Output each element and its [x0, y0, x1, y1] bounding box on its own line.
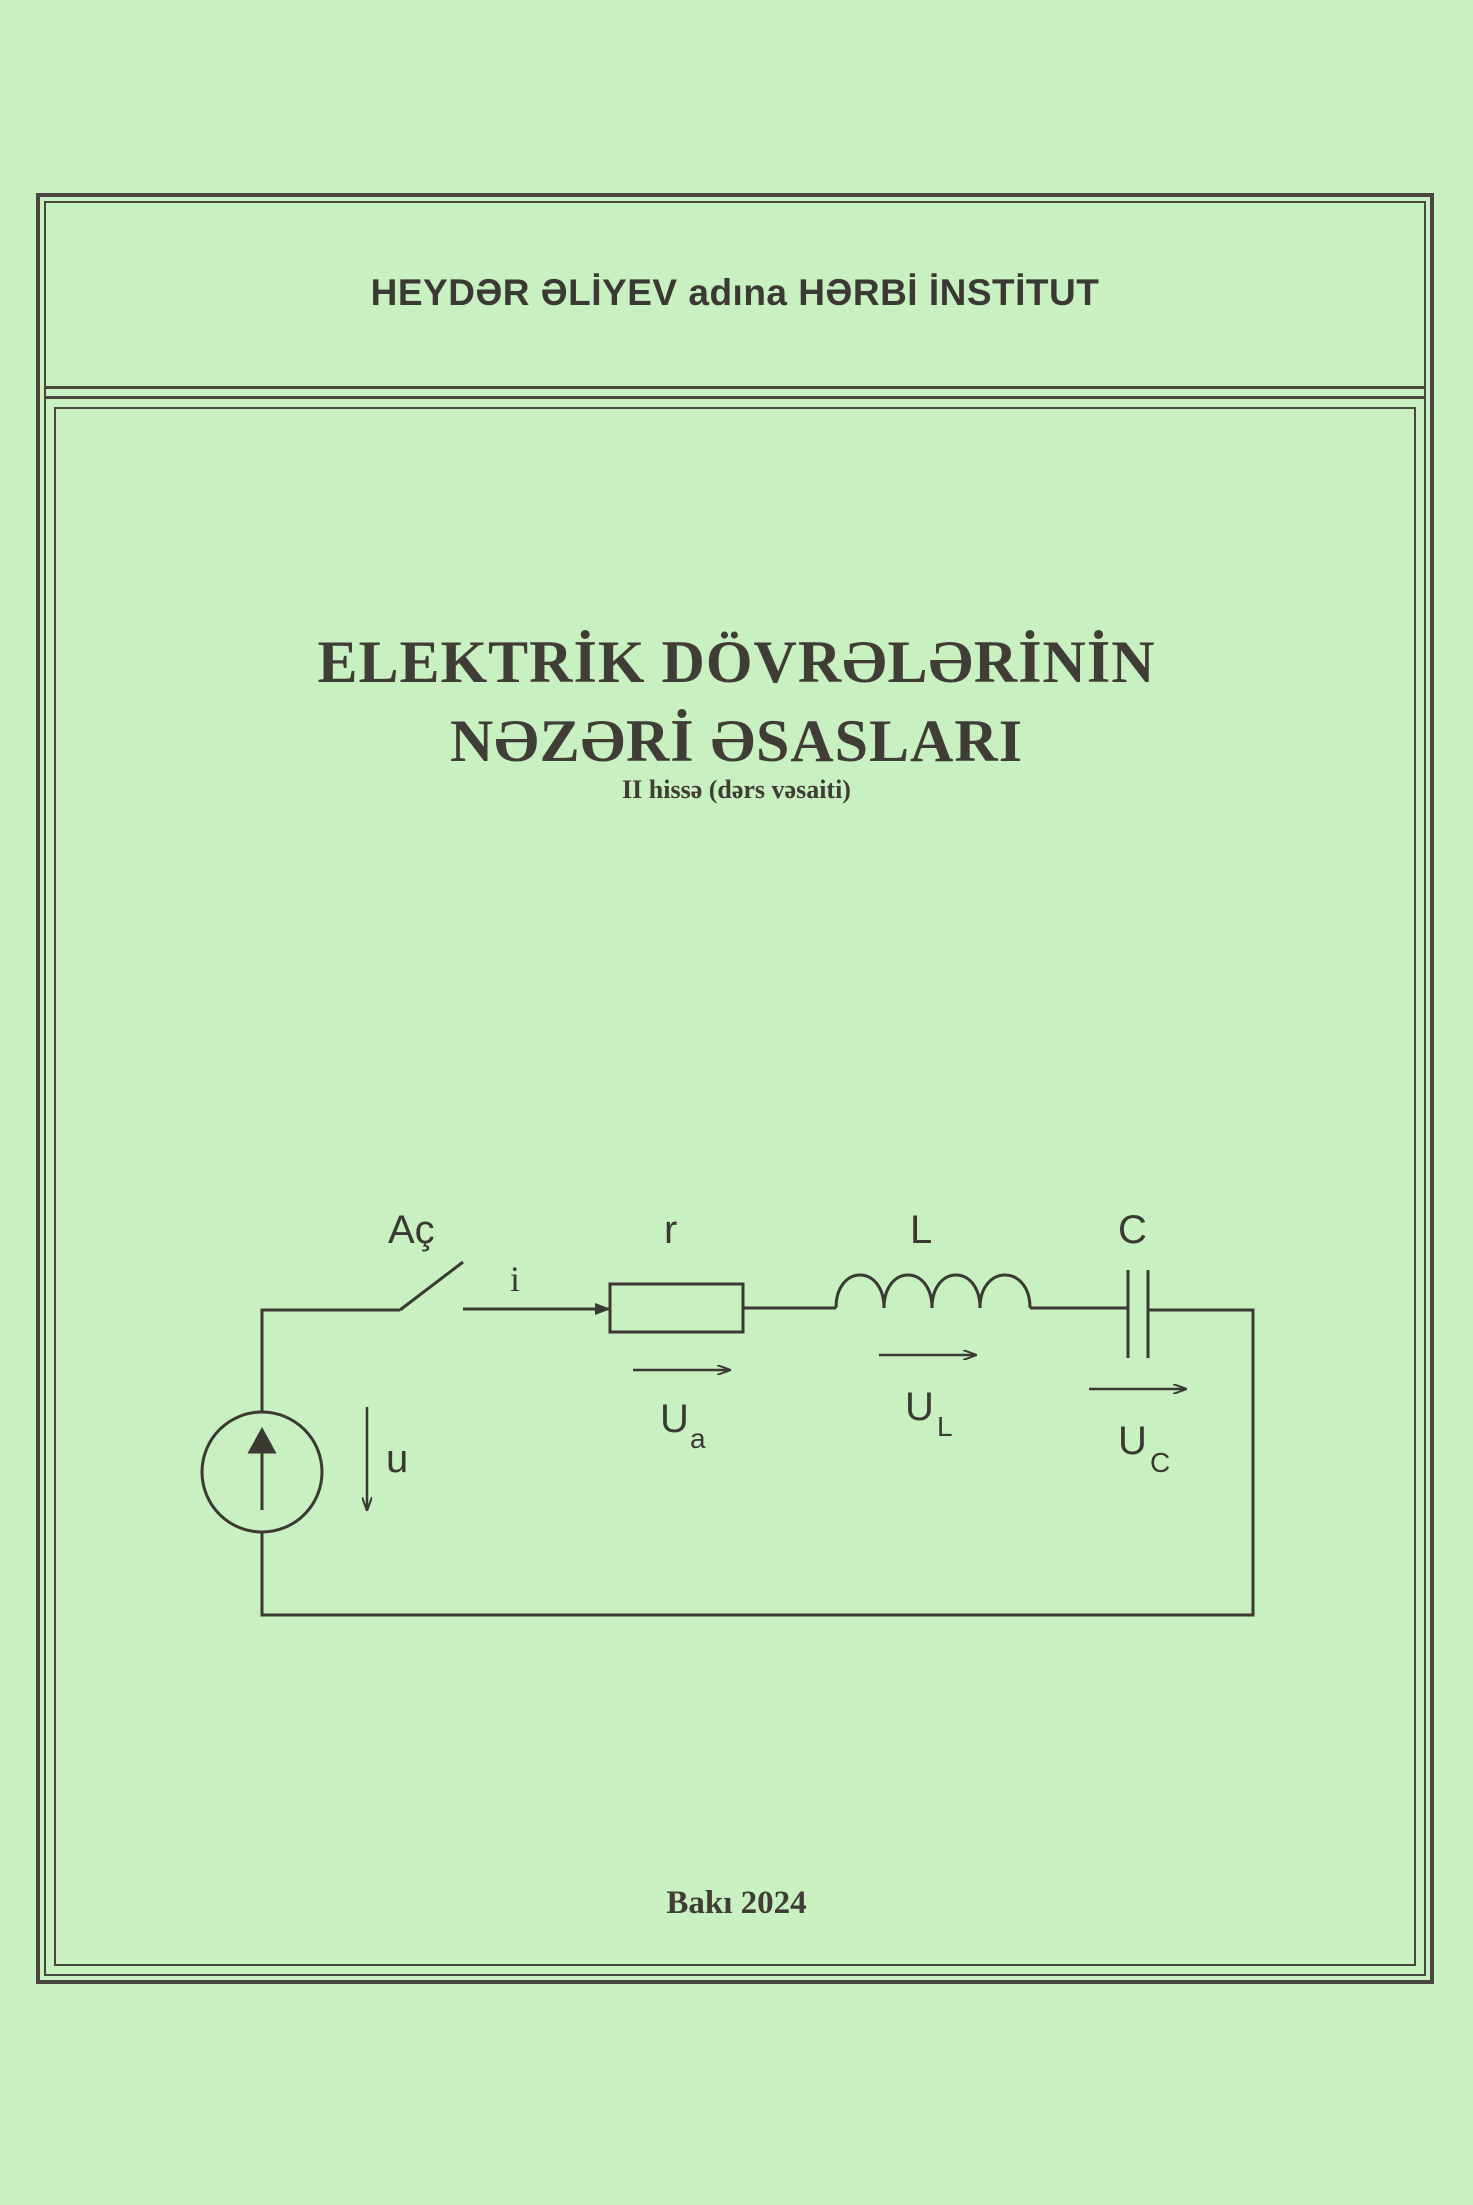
switch-label: Aç: [388, 1208, 435, 1252]
header-separator: [44, 396, 1426, 399]
wire-left-top: [260, 1308, 400, 1412]
resistor-label: r: [664, 1208, 677, 1252]
subtitle: II hissə (dərs vəsaiti): [622, 775, 851, 804]
capacitor-voltage-symbol: U: [1118, 1419, 1147, 1463]
current-label: i: [510, 1259, 520, 1299]
source-voltage-label: u: [386, 1437, 408, 1481]
capacitor-label: C: [1118, 1208, 1147, 1252]
title-line-2: NƏZƏRİ ƏSASLARI: [449, 708, 1024, 774]
inductor-voltage-subscript: L: [937, 1411, 953, 1442]
body-box: [54, 407, 1416, 1966]
voltage-source: [200, 1410, 324, 1534]
switch-blade: [399, 1260, 464, 1312]
resistor-voltage-symbol: U: [660, 1397, 689, 1441]
institute-name: HEYDƏR ƏLİYEV adına HƏRBİ İNSTİTUT: [370, 272, 1100, 313]
outer-frame: [36, 193, 1434, 1984]
inner-frame: [44, 201, 1426, 1976]
resistor: [608, 1282, 745, 1334]
header-box: [44, 201, 1426, 389]
inductor-label: L: [910, 1208, 932, 1252]
source-arrow-head: [247, 1426, 277, 1454]
title-line-1: ELEKTRİK DÖVRƏLƏRİNİN: [317, 629, 1156, 695]
inductor: [834, 1273, 1032, 1309]
wire-right-bottom: [260, 1308, 1255, 1617]
resistor-voltage-subscript: a: [690, 1423, 706, 1454]
inductor-voltage-symbol: U: [905, 1385, 934, 1429]
capacitor-voltage-subscript: C: [1150, 1447, 1170, 1478]
city-year: Bakı 2024: [666, 1885, 807, 1921]
